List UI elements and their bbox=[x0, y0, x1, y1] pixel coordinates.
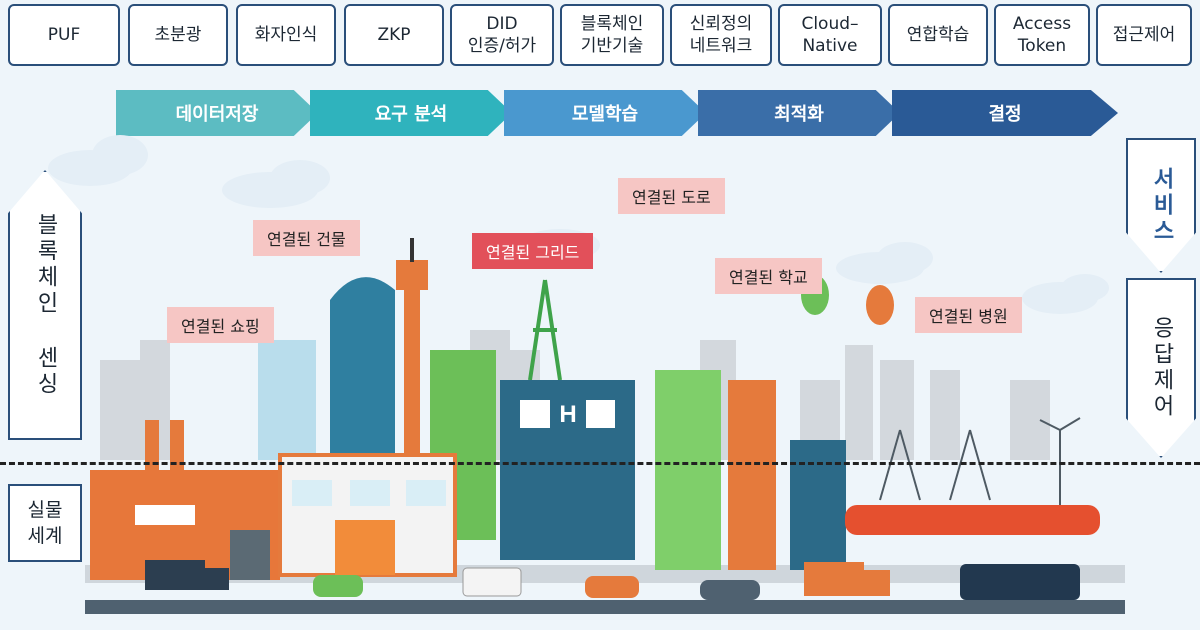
callout-connected-shopping: 연결된 쇼핑 bbox=[167, 307, 274, 343]
tech-box-speaker-recognition: 화자인식 bbox=[236, 4, 336, 66]
train bbox=[845, 505, 1100, 535]
orange-tower bbox=[728, 380, 776, 570]
tech-box-puf: PUF bbox=[8, 4, 120, 66]
tech-box-zkp: ZKP bbox=[344, 4, 444, 66]
pipeline-row: 데이터저장 요구 분석 모델학습 최적화 결정 bbox=[0, 90, 1200, 138]
callout-connected-school: 연결된 학교 bbox=[715, 258, 822, 294]
pipeline-step-optimization: 최적화 bbox=[698, 90, 900, 136]
blockchain-sensing-label: 블록체인 센싱 bbox=[33, 212, 58, 398]
pipeline-step-model-training: 모델학습 bbox=[504, 90, 706, 136]
tech-box-federated-learning: 연합학습 bbox=[888, 4, 988, 66]
callout-connected-building: 연결된 건물 bbox=[253, 220, 360, 256]
blue-office bbox=[790, 440, 846, 570]
pipeline-step-data-storage: 데이터저장 bbox=[116, 90, 318, 136]
callout-connected-road: 연결된 도로 bbox=[618, 178, 725, 214]
callout-connected-grid: 연결된 그리드 bbox=[472, 233, 594, 269]
clouds bbox=[48, 135, 1109, 314]
hospital-sign: H bbox=[559, 401, 576, 428]
pipeline-step-requirement-analysis: 요구 분석 bbox=[310, 90, 512, 136]
callout-connected-hospital: 연결된 병원 bbox=[915, 297, 1022, 333]
observation-tower bbox=[396, 238, 428, 460]
tech-box-access-control: 접근제어 bbox=[1096, 4, 1192, 66]
tech-box-hyperspectral: 초분광 bbox=[128, 4, 228, 66]
grid-tower bbox=[528, 279, 562, 381]
tech-box-blockchain: 블록체인 기반기술 bbox=[560, 4, 664, 66]
service-label: 서비스 bbox=[1149, 166, 1174, 245]
response-control-panel: 응답제어 bbox=[1126, 278, 1196, 458]
shopping-center bbox=[278, 453, 457, 577]
hospital-building bbox=[500, 380, 635, 560]
tech-box-access-token: Access Token bbox=[994, 4, 1090, 66]
technology-row: PUF 초분광 화자인식 ZKP DID 인증/허가 블록체인 기반기술 신뢰정… bbox=[8, 4, 1192, 68]
power-transmission bbox=[879, 417, 1081, 510]
pipeline-step-decision: 결정 bbox=[892, 90, 1118, 136]
vehicles bbox=[145, 560, 1080, 600]
curved-tower bbox=[330, 277, 395, 460]
blockchain-sensing-panel: 블록체인 센싱 bbox=[8, 170, 82, 440]
school-building bbox=[655, 370, 721, 570]
response-control-label: 응답제어 bbox=[1149, 316, 1174, 420]
balloon-icon bbox=[866, 285, 894, 325]
physical-digital-divider bbox=[0, 462, 1200, 465]
tech-box-cloud-native: Cloud– Native bbox=[778, 4, 882, 66]
tech-box-trust-network: 신뢰정의 네트워크 bbox=[670, 4, 772, 66]
office-building bbox=[258, 340, 316, 460]
real-world-label: 실물 세계 bbox=[8, 484, 82, 562]
tech-box-did: DID 인증/허가 bbox=[450, 4, 554, 66]
